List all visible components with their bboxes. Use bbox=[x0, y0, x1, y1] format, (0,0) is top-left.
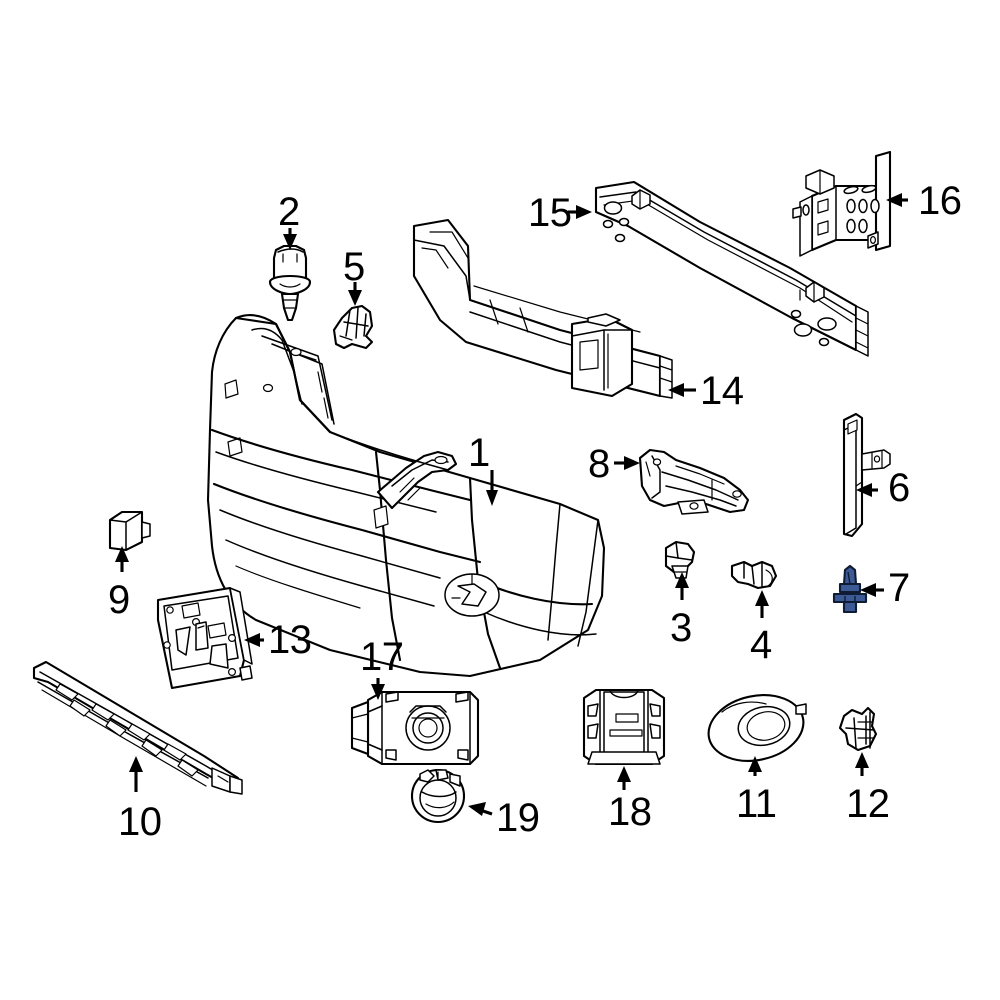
part-side-retainer-bracket bbox=[332, 304, 374, 350]
callout-label-16[interactable]: 16 bbox=[918, 179, 962, 223]
part-retainer-clip bbox=[730, 560, 778, 590]
callout-label-15[interactable]: 15 bbox=[528, 191, 572, 235]
part-lower-grille bbox=[32, 660, 243, 795]
callout-label-17[interactable]: 17 bbox=[360, 635, 404, 679]
part-grommet-clip bbox=[664, 540, 696, 579]
part-license-plate-bracket bbox=[156, 586, 253, 690]
callout-label-18[interactable]: 18 bbox=[608, 790, 652, 834]
part-bumper-reinforcement-beam bbox=[594, 180, 869, 357]
callout-label-3[interactable]: 3 bbox=[670, 606, 692, 650]
callout-label-4[interactable]: 4 bbox=[750, 623, 772, 667]
part-fog-lamp-retainer-clip bbox=[838, 706, 878, 752]
callout-label-7[interactable]: 7 bbox=[888, 566, 910, 610]
callout-label-8[interactable]: 8 bbox=[588, 442, 610, 486]
part-lower-reinforcement-with-absorber bbox=[412, 218, 673, 399]
part-sensor-retainer bbox=[582, 688, 666, 766]
callout-label-12[interactable]: 12 bbox=[846, 782, 890, 826]
part-crush-can-absorber-bracket bbox=[792, 150, 892, 257]
callout-arrows bbox=[115, 193, 908, 816]
callout-label-5[interactable]: 5 bbox=[343, 245, 365, 289]
part-side-mounting-bracket bbox=[638, 448, 750, 515]
callout-label-9[interactable]: 9 bbox=[108, 578, 130, 622]
part-fog-lamp-bezel-cover bbox=[707, 694, 807, 762]
callout-label-2[interactable]: 2 bbox=[278, 190, 300, 234]
callout-label-13[interactable]: 13 bbox=[268, 618, 312, 662]
part-push-pin-clip bbox=[268, 244, 312, 322]
callout-label-14[interactable]: 14 bbox=[700, 369, 744, 413]
callout-label-19[interactable]: 19 bbox=[496, 796, 540, 840]
callout-label-6[interactable]: 6 bbox=[888, 466, 910, 510]
part-front-bumper-cover bbox=[206, 314, 606, 678]
callout-label-10[interactable]: 10 bbox=[118, 800, 162, 844]
part-bumper-spacer-block bbox=[108, 510, 151, 552]
callout-label-1[interactable]: 1 bbox=[468, 431, 490, 475]
part-side-support-retainer-bar bbox=[842, 412, 891, 538]
part-sensor-retainer-ring bbox=[410, 768, 466, 824]
callout-label-11[interactable]: 11 bbox=[736, 782, 777, 826]
part-bumper-cover-clip-highlighted bbox=[832, 564, 868, 614]
part-parking-assist-sensor bbox=[350, 690, 480, 766]
